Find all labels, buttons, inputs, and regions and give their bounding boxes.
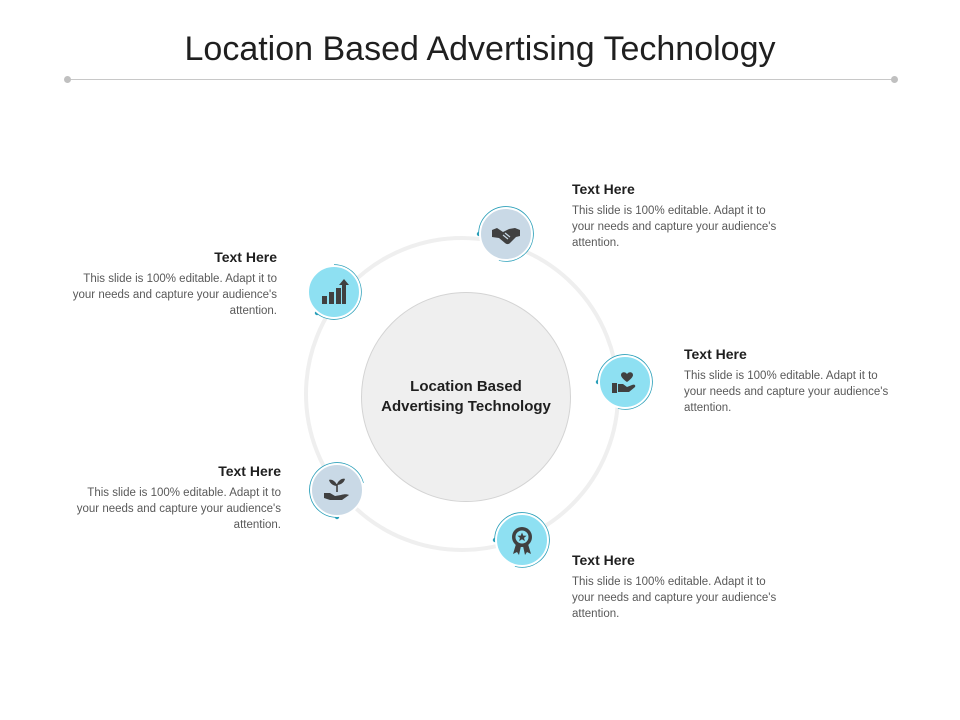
node-award [491, 509, 553, 571]
plant-in-hand-icon [324, 478, 349, 500]
item-3-text: Text Here This slide is 100% editable. A… [684, 346, 889, 416]
item-5-heading: Text Here [218, 463, 281, 479]
heart-in-hand-icon [612, 372, 636, 393]
item-1-text: Text Here This slide is 100% editable. A… [72, 249, 277, 319]
item-4-text: Text Here This slide is 100% editable. A… [572, 552, 777, 622]
node-growth-plant [306, 459, 368, 521]
item-5-text: Text Here This slide is 100% editable. A… [76, 463, 281, 533]
bar-chart-growth-icon [322, 279, 349, 304]
center-label: Location Based Advertising Technology [381, 378, 551, 415]
item-4-heading: Text Here [572, 552, 635, 568]
node-growth [303, 261, 365, 323]
item-4-body: This slide is 100% editable. Adapt it to… [572, 576, 777, 620]
item-3-body: This slide is 100% editable. Adapt it to… [684, 370, 889, 414]
item-5-body: This slide is 100% editable. Adapt it to… [76, 487, 281, 531]
node-handshake [475, 203, 537, 265]
slide-title: Location Based Advertising Technology [184, 30, 776, 68]
center-hub: Location Based Advertising Technology [361, 292, 571, 502]
item-2-heading: Text Here [572, 181, 635, 197]
award-medal-icon [512, 527, 532, 555]
item-1-heading: Text Here [214, 249, 277, 265]
item-2-body: This slide is 100% editable. Adapt it to… [572, 205, 777, 249]
handshake-icon [492, 228, 520, 245]
item-1-body: This slide is 100% editable. Adapt it to… [72, 273, 277, 317]
node-care [594, 351, 656, 413]
title-divider [64, 76, 898, 84]
item-3-heading: Text Here [684, 346, 747, 362]
item-2-text: Text Here This slide is 100% editable. A… [572, 181, 777, 251]
